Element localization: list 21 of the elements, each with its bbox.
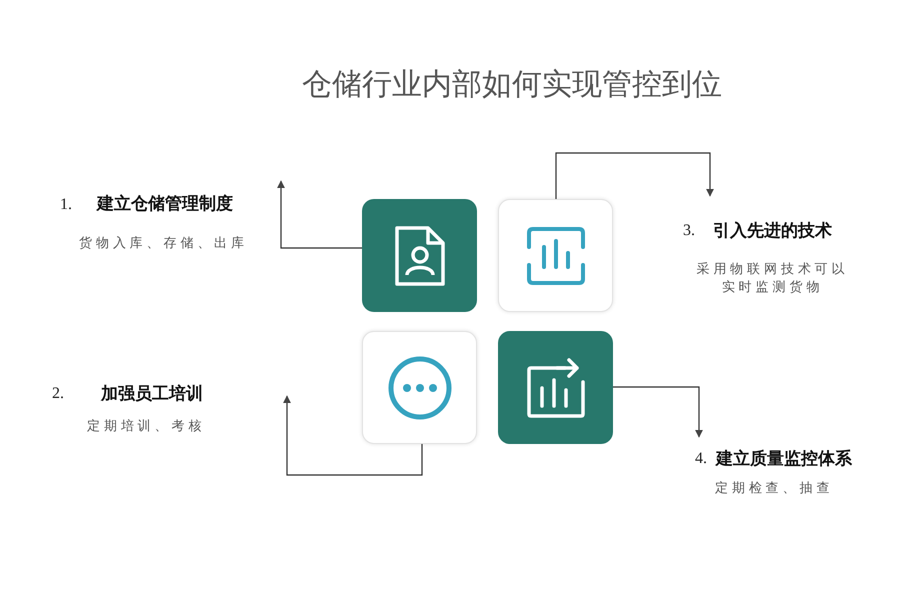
item-heading: 建立仓储管理制度 (97, 193, 233, 215)
item-number: 3. (683, 221, 695, 241)
item-description: 定期培训、考核 (87, 418, 206, 436)
connector-arrow (277, 180, 362, 249)
connector-arrow (555, 152, 714, 199)
item-number: 2. (52, 384, 64, 404)
item-description: 货物入库、存储、出库 (79, 235, 248, 253)
icon-tile (498, 199, 613, 312)
connector-arrow (613, 386, 703, 438)
icon-tile (498, 331, 613, 444)
item-number: 4. (695, 449, 707, 469)
item-heading: 引入先进的技术 (713, 220, 832, 242)
item-description: 采用物联网技术可以实时监测货物 (695, 261, 850, 297)
item-description: 定期检查、抽查 (715, 480, 834, 498)
connector-arrow (283, 395, 423, 476)
item-heading: 建立质量监控体系 (716, 448, 852, 470)
item-heading: 加强员工培训 (101, 383, 203, 405)
icon-tile (362, 331, 477, 444)
item-number: 1. (60, 195, 72, 215)
icon-tile (362, 199, 477, 312)
title: 仓储行业内部如何实现管控到位 (302, 67, 722, 103)
